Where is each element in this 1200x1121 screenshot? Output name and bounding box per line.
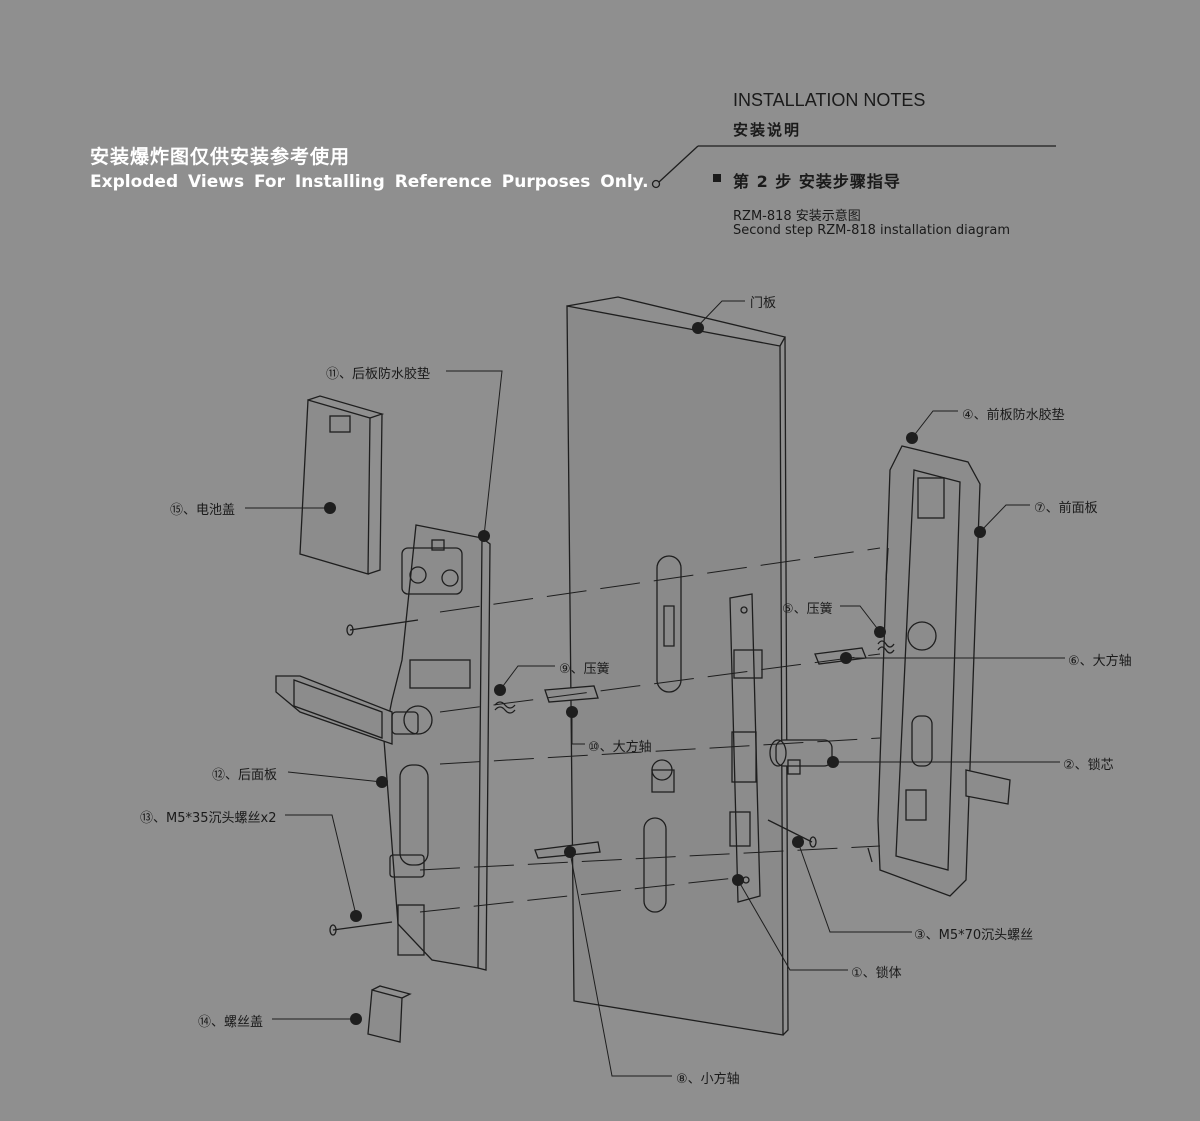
notes-title-en: INSTALLATION NOTES [733, 90, 926, 110]
leader-dots [324, 322, 986, 1025]
front-panel-shape [877, 445, 1011, 897]
step-title: 第 2 步 安装步骤指导 [733, 172, 901, 191]
notes-title-cn: 安装说明 [733, 121, 802, 139]
label-small-spindle: ⑧、小方轴 [676, 1072, 740, 1087]
cylinder-shape [769, 739, 833, 775]
screw-shapes [329, 547, 889, 936]
diagram-subtitle-en: Second step RZM-818 installation diagram [733, 223, 1010, 238]
label-screw-cap: ⑭、螺丝盖 [198, 1015, 264, 1030]
label-spring-9: ⑨、压簧 [559, 662, 610, 677]
screw-cap-shape [367, 985, 412, 1043]
label-front-panel: ⑦、前面板 [1034, 501, 1098, 516]
label-spindle-6: ⑥、大方轴 [1068, 654, 1132, 669]
diagram-subtitle-cn: RZM-818 安装示意图 [733, 209, 861, 224]
alignment-axes [419, 547, 881, 913]
lock-body-shape [729, 593, 763, 903]
door-panel-shape [566, 296, 789, 1036]
page-title-cn: 安装爆炸图仅供安装参考使用 [90, 146, 351, 168]
notes-leader [658, 145, 699, 183]
label-cylinder: ②、锁芯 [1063, 758, 1114, 773]
handle-shape [275, 675, 419, 745]
step-bullet-icon [713, 174, 721, 182]
label-spring-5: ⑤、压簧 [782, 602, 833, 617]
label-spindle-10: ⑩、大方轴 [588, 740, 652, 755]
page-title-en: Exploded Views For Installing Reference … [90, 172, 649, 192]
label-front-gasket: ④、前板防水胶垫 [962, 408, 1065, 423]
label-screw-13: ⑬、M5*35沉头螺丝x2 [140, 811, 277, 826]
label-rear-panel: ⑫、后面板 [212, 768, 278, 783]
rear-panel-shape [383, 524, 491, 971]
label-door-panel: 门板 [750, 296, 777, 311]
label-rear-gasket: ⑪、后板防水胶垫 [326, 367, 431, 382]
leader-lines [245, 300, 1065, 1077]
spring-shapes [494, 640, 895, 714]
battery-cover-shape [299, 395, 385, 575]
label-lock-body: ①、锁体 [851, 966, 902, 981]
label-screw-3: ③、M5*70沉头螺丝 [914, 928, 1034, 943]
label-battery-cover: ⑮、电池盖 [170, 503, 236, 518]
notes-leader-dot [651, 179, 661, 189]
